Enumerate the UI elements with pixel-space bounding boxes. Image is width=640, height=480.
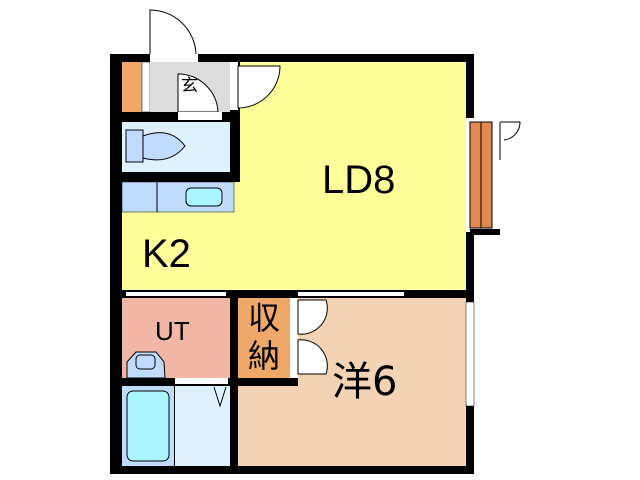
wall-segment: [110, 172, 240, 182]
label-ut: UT: [155, 316, 190, 346]
window: [465, 301, 475, 407]
door-opening: [230, 62, 238, 110]
sink-icon[interactable]: [185, 187, 223, 207]
storage-fill: [238, 298, 290, 378]
toilet-bowl-icon: [142, 132, 186, 161]
storage-door-icon[interactable]: [297, 339, 328, 375]
door-opening: [175, 378, 228, 384]
washroom: [175, 386, 230, 466]
front-door-opening: [150, 54, 198, 62]
wall-segment: [110, 378, 238, 386]
wall-segment: [110, 112, 240, 122]
label-storage-1: 収: [248, 299, 281, 337]
storage-door-icon[interactable]: [297, 299, 328, 335]
door-sill: [178, 112, 222, 120]
faucet-icon: [213, 386, 227, 408]
inner-door-icon[interactable]: [177, 73, 219, 113]
wall-segment: [110, 290, 474, 298]
sliding-door: [126, 292, 226, 296]
shoe-closet: [122, 62, 142, 112]
label-western: 洋6: [332, 359, 398, 405]
wall-segment: [238, 378, 298, 386]
wall-segment: [230, 62, 240, 180]
label-entrance: 玄: [181, 76, 198, 96]
ld-door-icon[interactable]: [237, 65, 281, 109]
label-kitchen: K2: [142, 232, 191, 276]
washer-drum: [135, 354, 156, 370]
toilet-tank-icon: [125, 129, 144, 163]
storage-jamb: [290, 298, 298, 378]
window-door-icon[interactable]: [499, 121, 521, 160]
bathtub-icon: [126, 390, 170, 462]
entrance-sill: [141, 61, 151, 113]
sliding-door: [298, 292, 404, 296]
label-storage-2: 納: [248, 337, 281, 375]
label-ld: LD8: [322, 158, 396, 202]
front-door-icon[interactable]: [149, 9, 197, 55]
